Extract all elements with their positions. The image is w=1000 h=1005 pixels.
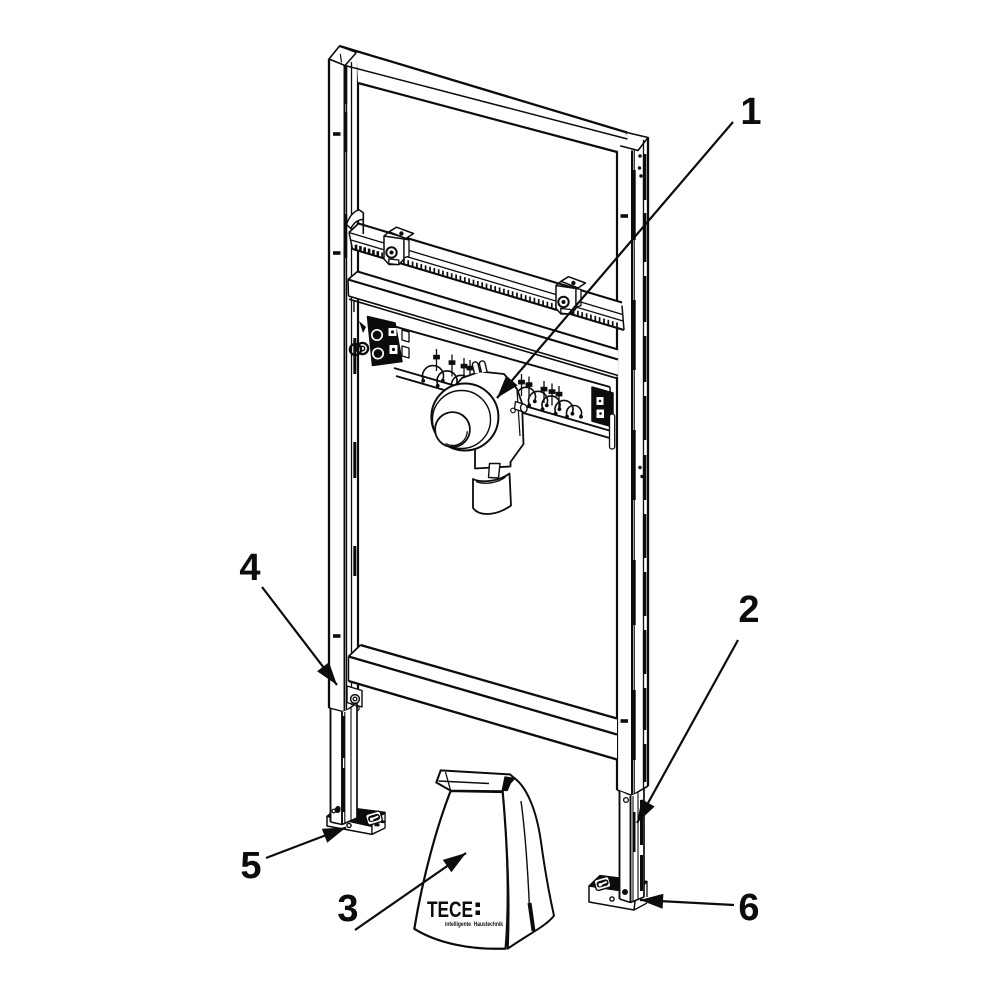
svg-text:6: 6 — [738, 887, 759, 929]
svg-text:2: 2 — [738, 589, 759, 631]
svg-text:TECE: TECE — [427, 897, 473, 922]
svg-text:5: 5 — [240, 845, 261, 887]
svg-text:3: 3 — [337, 888, 358, 930]
svg-text:4: 4 — [239, 547, 260, 589]
svg-text:intelligente Haustechnik: intelligente Haustechnik — [445, 921, 503, 928]
svg-text:1: 1 — [740, 91, 761, 133]
